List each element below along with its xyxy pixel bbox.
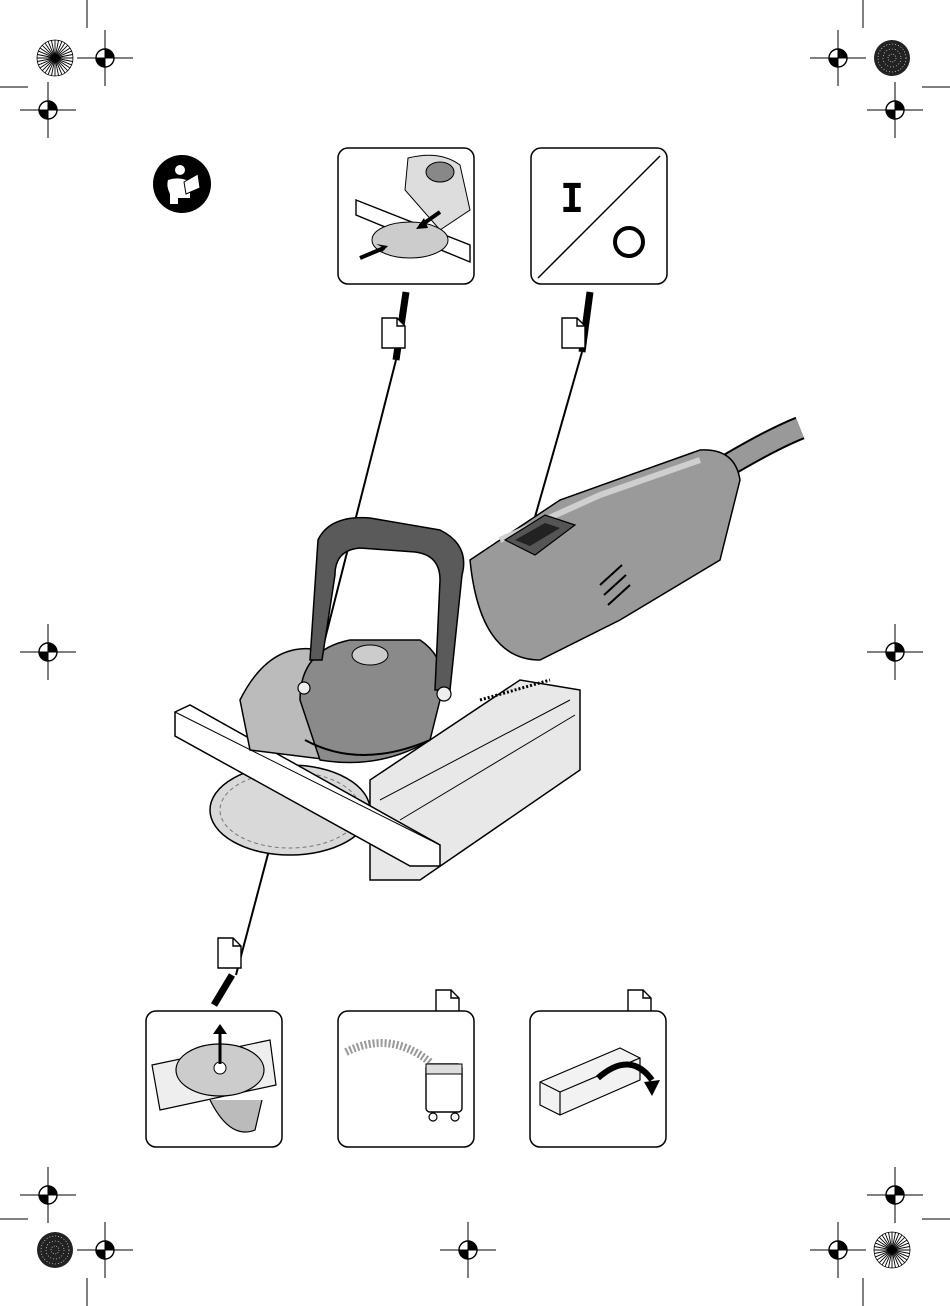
on-off-switch-figure: I	[531, 148, 667, 284]
switch-on-symbol: I	[560, 176, 584, 222]
power-tool-illustration	[175, 428, 800, 880]
workpiece-guide-figure	[530, 1011, 666, 1147]
read-manual-icon	[153, 155, 211, 213]
blade-guard-adjust-figure	[338, 148, 474, 284]
dust-extraction-figure	[338, 1011, 474, 1147]
blade-change-figure	[146, 1011, 282, 1147]
